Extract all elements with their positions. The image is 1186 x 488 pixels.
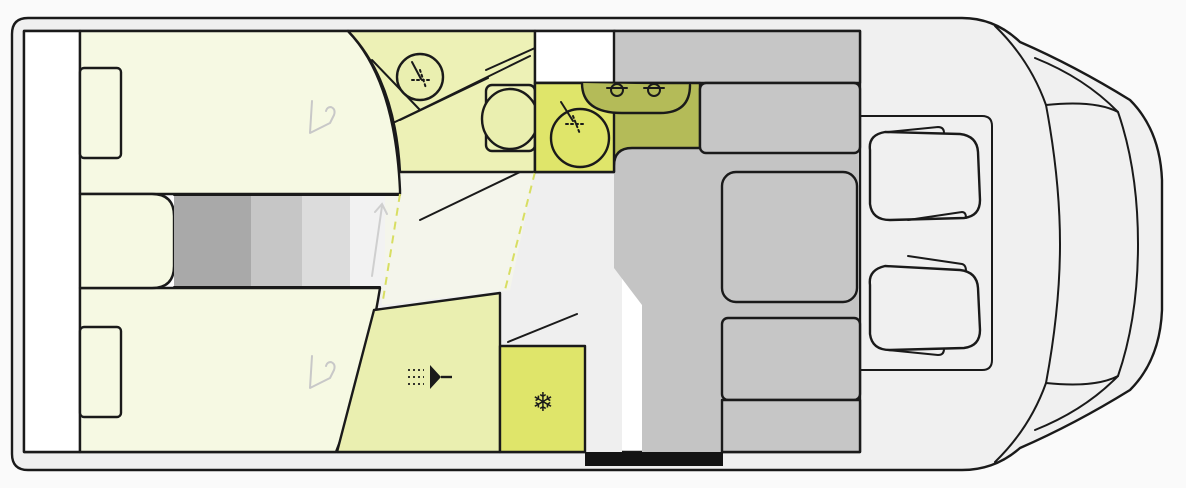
steps-outline: [173, 194, 401, 288]
corridor-floor: [372, 170, 535, 305]
step-dark: [174, 195, 251, 287]
sink-tap-icon: [549, 101, 611, 169]
clothes-hanger-icon: [309, 100, 336, 134]
kitchen-top-grey: [612, 29, 862, 85]
basin-counter: [371, 47, 536, 123]
kitchen-cupboard: [698, 81, 862, 155]
arrow-up-icon: [371, 202, 388, 277]
sink-tap-icon: [395, 52, 445, 102]
fridge: [498, 344, 587, 454]
passenger-seat: [868, 255, 982, 357]
pillow-top: [78, 66, 123, 160]
kitchen-top-white: [533, 29, 617, 85]
shower-door-line: [507, 313, 578, 343]
door-swing-line: [419, 171, 521, 221]
pillow-bottom: [78, 325, 123, 419]
windshield-glass: [1034, 57, 1140, 431]
sliding-door-dashes: [382, 171, 536, 301]
rear-bed-top: [78, 29, 402, 196]
cab-floor: [859, 115, 993, 371]
windshield-frame: [994, 25, 1062, 463]
dashboard-line: [1045, 102, 1119, 386]
dinette-bench: [720, 316, 862, 402]
gas-burner-icon: [580, 81, 692, 115]
shower-head-icon: [408, 365, 452, 389]
dinette-table: [720, 170, 859, 304]
clothes-hanger-icon: [309, 355, 336, 389]
driver-seat: [868, 125, 982, 222]
step-lightest: [350, 195, 385, 287]
rear-wall: [22, 29, 82, 454]
toilet: [480, 83, 540, 153]
bed-extension-cushion: [78, 192, 176, 290]
bench-base: [720, 398, 862, 454]
snowflake-icon: ❄: [532, 388, 554, 418]
step-mid: [251, 195, 302, 287]
entrance-door: [585, 452, 723, 466]
step-light: [302, 195, 350, 287]
